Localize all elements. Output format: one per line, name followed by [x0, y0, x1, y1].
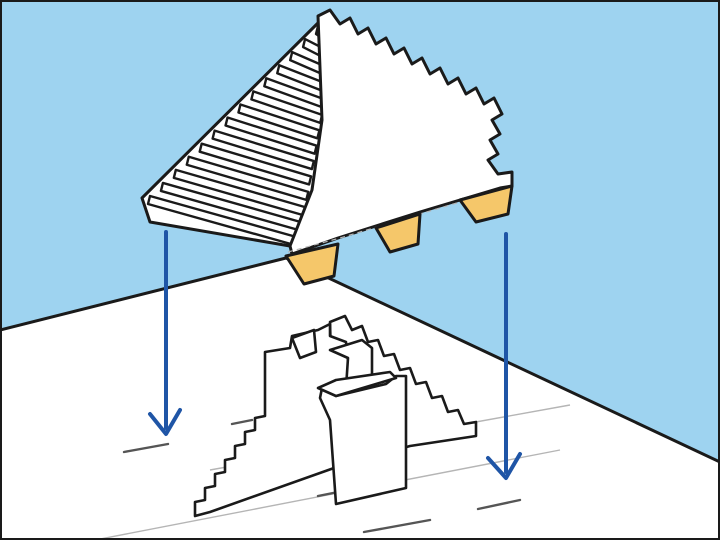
pallet-slat — [198, 142, 313, 186]
arrow-left-head — [148, 408, 182, 436]
placement-guide-marks — [122, 418, 522, 534]
pallet-foot-left — [284, 242, 340, 286]
stand-tab-left — [290, 328, 318, 360]
pallet-slat — [185, 155, 310, 202]
guide-mark-center — [362, 518, 432, 534]
arrow-down-icon — [148, 230, 182, 436]
stand-top-tabs — [290, 328, 398, 398]
stepped-stand-support — [318, 374, 408, 506]
stand-tab-right — [316, 370, 398, 398]
arrow-down-icon — [486, 232, 522, 480]
pallet-feet — [284, 184, 514, 286]
pallet-slat — [211, 129, 316, 171]
guide-mark-left — [122, 442, 170, 454]
pallet-slat — [237, 103, 321, 140]
guide-mark-right — [476, 498, 522, 511]
guide-mark-mid — [230, 418, 254, 426]
pallet-foot-center — [374, 212, 422, 254]
pallet-slat — [224, 116, 318, 155]
pallet-top-face — [288, 8, 514, 256]
arrow-right-head — [486, 452, 522, 480]
pallet-foot-right — [458, 184, 514, 224]
